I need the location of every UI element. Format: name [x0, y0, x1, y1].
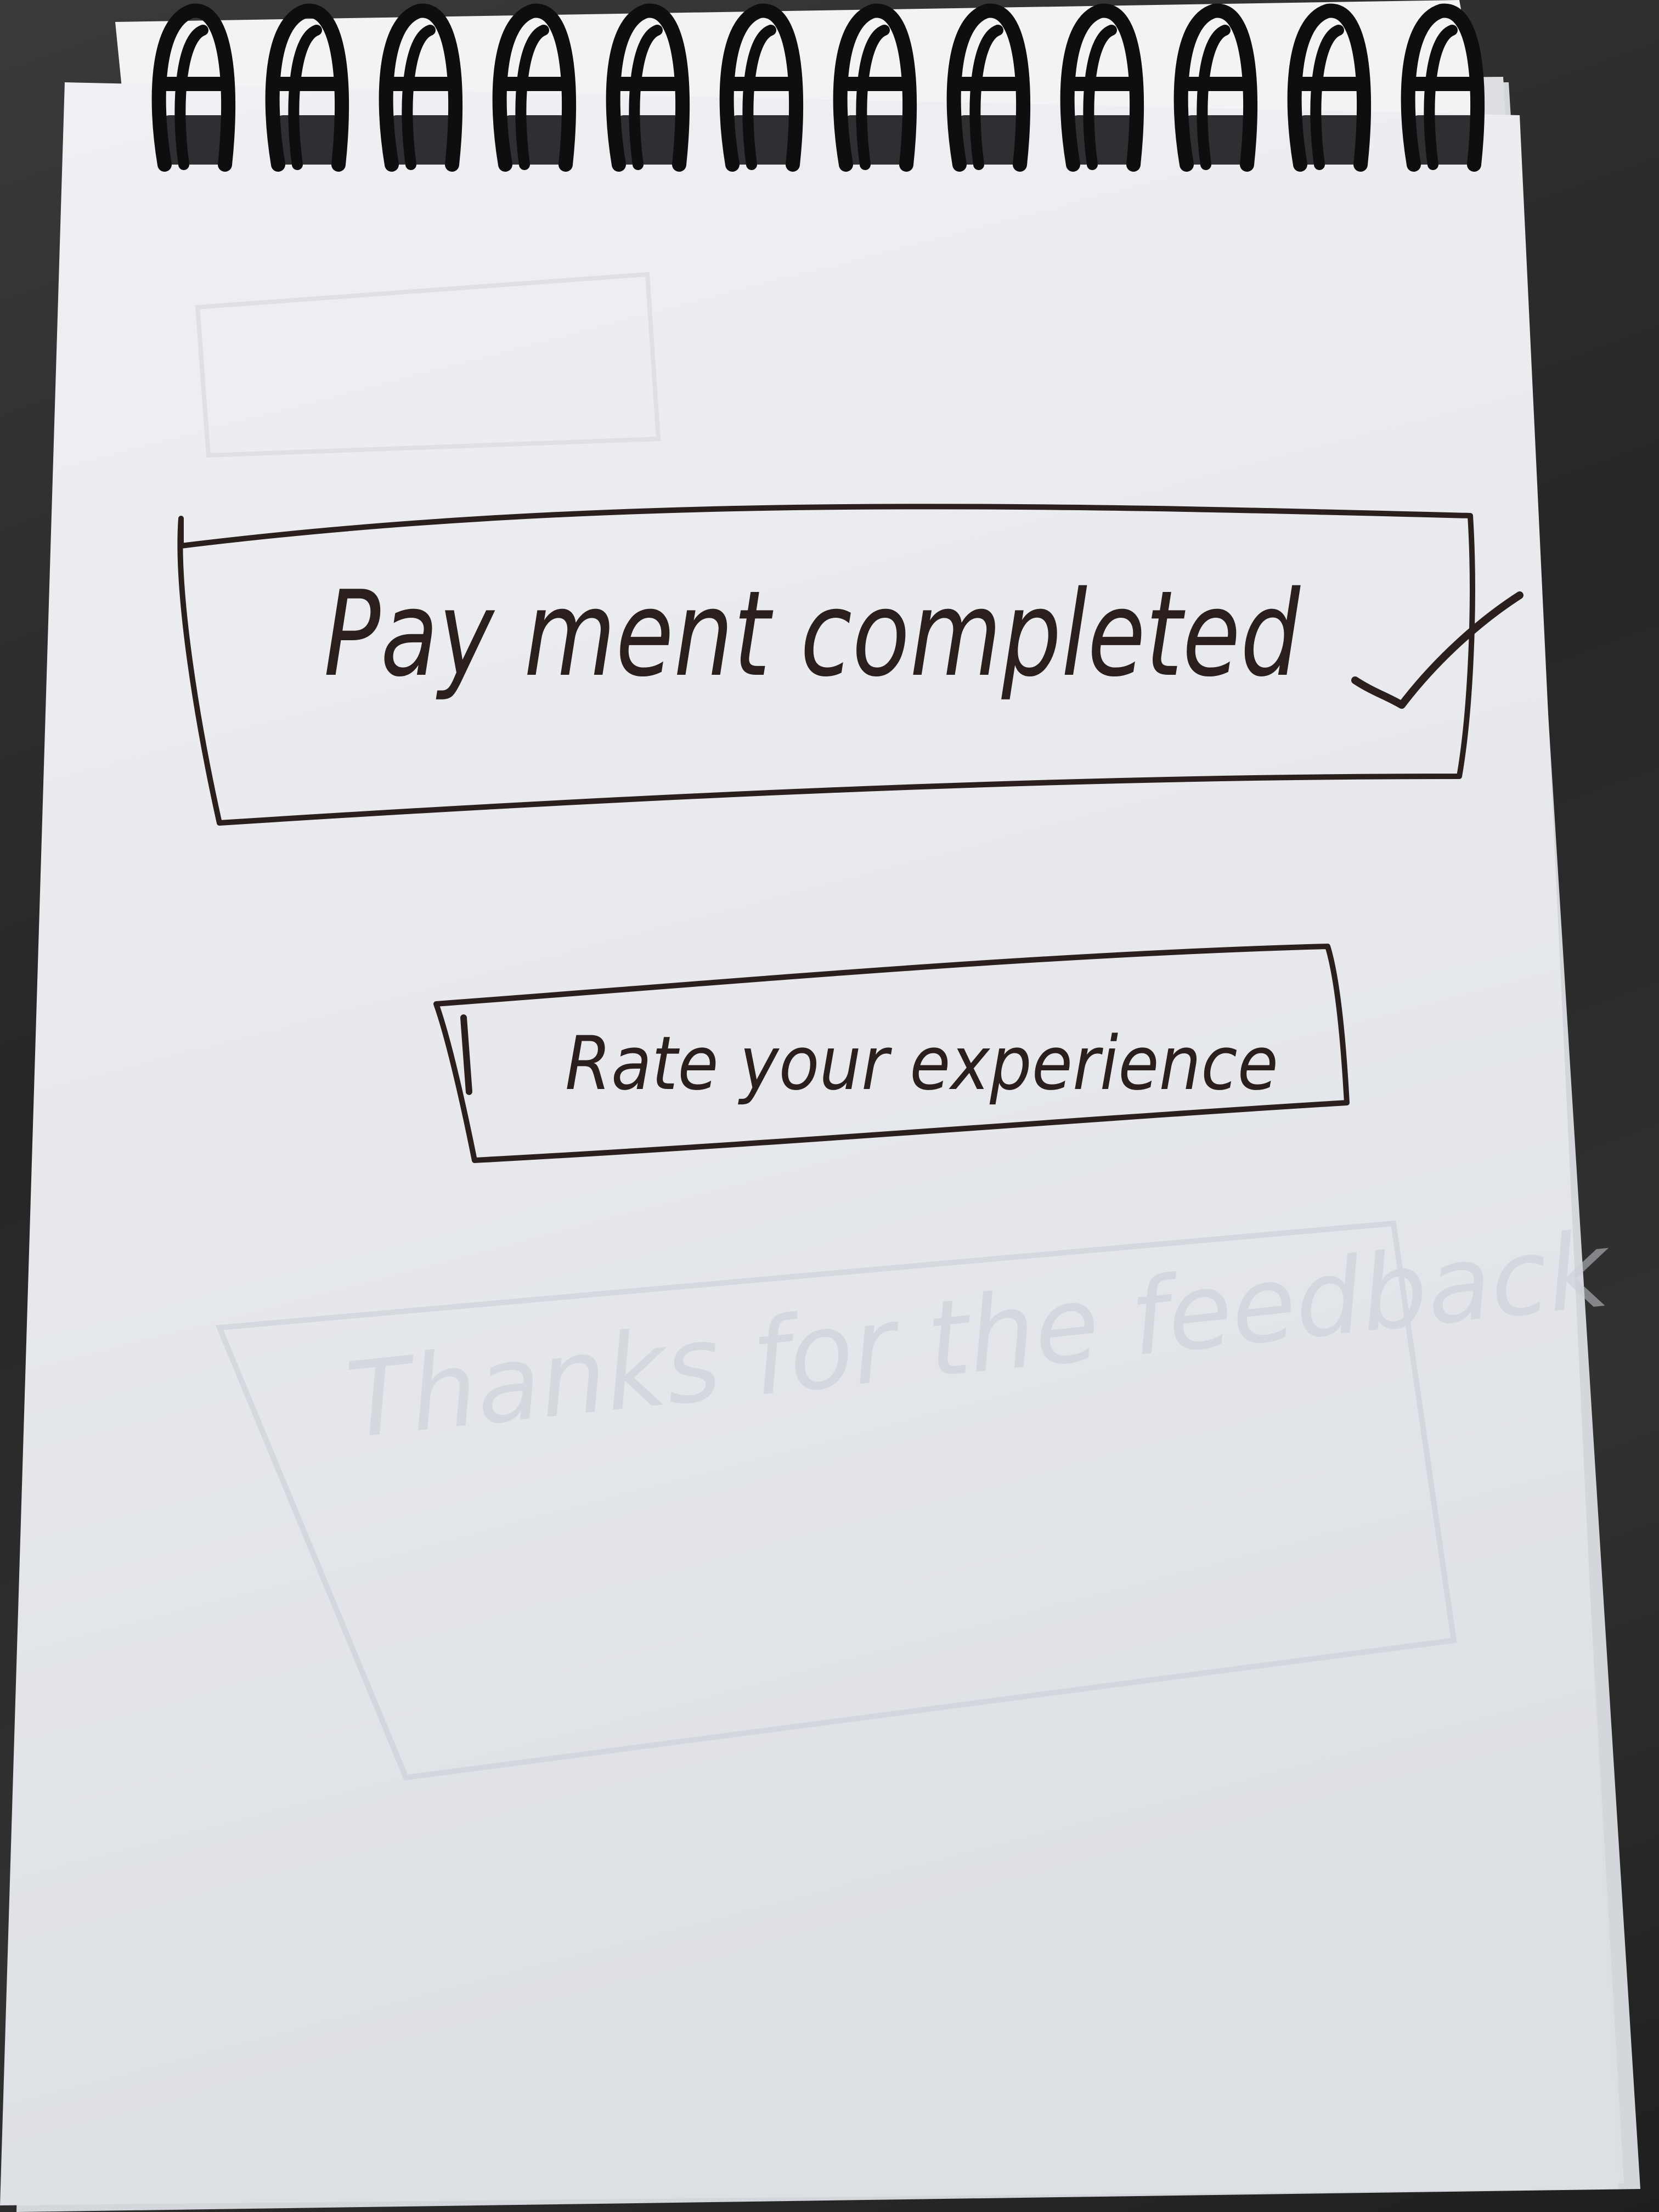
rate-button-label: Rate your experience [565, 1020, 1278, 1107]
spiral-coil [265, 3, 349, 172]
spiral-binding [151, 3, 1485, 172]
spiral-coil [833, 3, 917, 172]
spiral-coil [1287, 3, 1372, 172]
spiral-coil [1060, 3, 1144, 172]
spiral-coil [946, 3, 1031, 172]
rate-experience-button[interactable]: Rate your experience [433, 944, 1350, 1163]
payment-status-card: Pay ment completed [177, 504, 1523, 826]
spiral-coil [719, 3, 804, 172]
spiral-coil [1173, 3, 1258, 172]
checkmark-icon [1351, 591, 1523, 709]
spiral-coil [379, 3, 463, 172]
spiral-coil [606, 3, 690, 172]
spiral-coil [151, 3, 236, 172]
spiral-coil [1401, 3, 1485, 172]
payment-status-text: Pay ment completed [324, 565, 1301, 703]
paper-sheet [0, 82, 1618, 2205]
spiral-coil [492, 3, 577, 172]
